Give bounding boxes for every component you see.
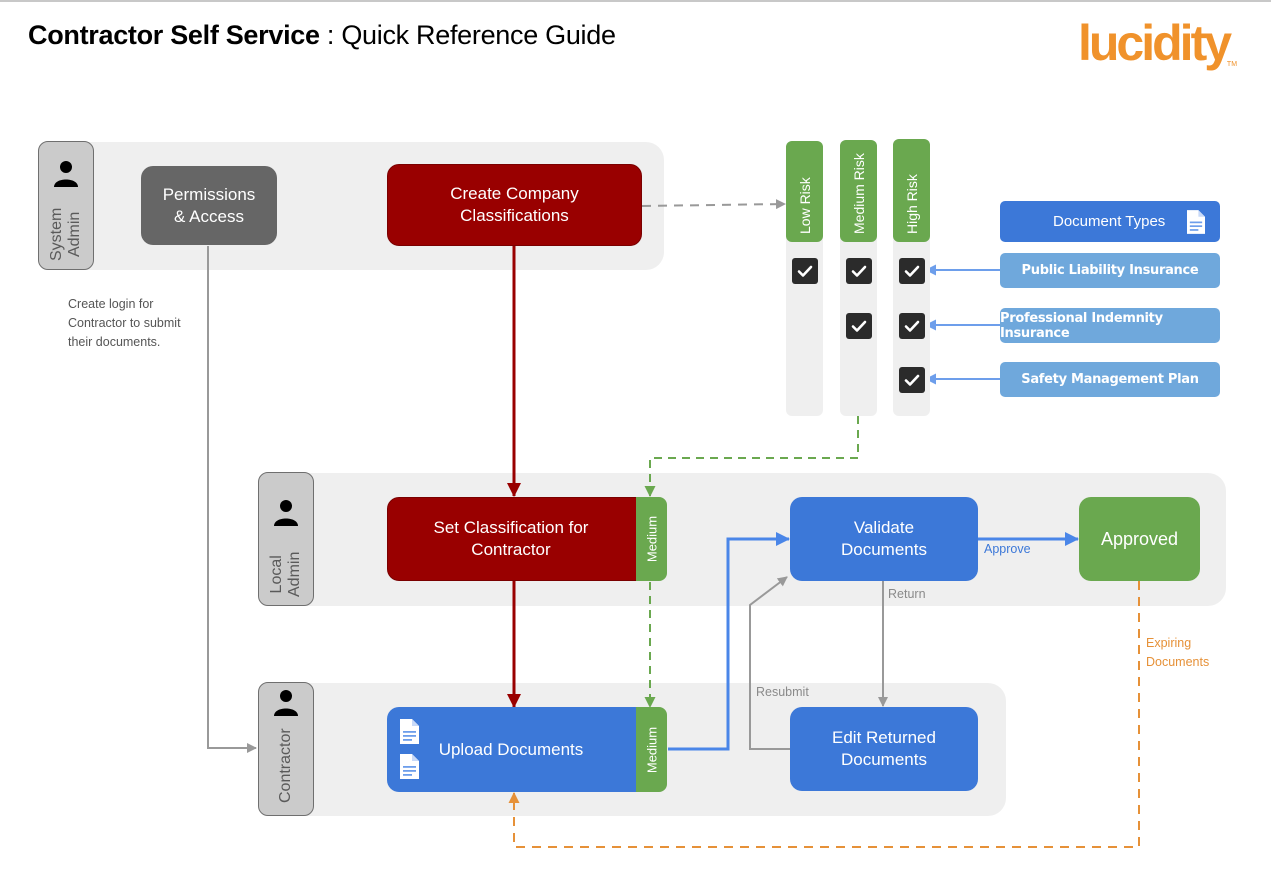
- node-label: Permissions: [162, 184, 256, 204]
- document-icon: [400, 754, 419, 779]
- title-separator: :: [319, 20, 342, 50]
- document-types-header: Document Types: [1000, 201, 1220, 242]
- edge-medium-risk-to-set: [644, 416, 859, 497]
- node-label: Documents: [841, 750, 927, 769]
- logo-text: lucidity: [1078, 15, 1232, 71]
- edge-permissions-to-contractor: [207, 246, 257, 753]
- approved-node[interactable]: Approved: [1079, 497, 1200, 581]
- document-type-professional-indemnity[interactable]: Professional Indemnity Insurance: [1000, 308, 1220, 343]
- upload-documents-node[interactable]: Upload Documents: [387, 707, 649, 792]
- document-icon: [400, 719, 419, 744]
- role-contractor: Contractor: [258, 682, 314, 816]
- node-label: Validate: [853, 518, 915, 537]
- person-icon: [274, 500, 298, 526]
- set-classification-tag: Medium: [636, 497, 667, 581]
- document-types-label: Document Types: [1053, 213, 1166, 230]
- checkmark-icon: [792, 258, 818, 284]
- node-label: Documents: [841, 540, 927, 559]
- node-label: Create Company: [450, 184, 579, 203]
- checkmark-icon: [846, 313, 872, 339]
- permissions-access-node[interactable]: Permissions& Access: [141, 166, 277, 245]
- document-type-public-liability[interactable]: Public Liability Insurance: [1000, 253, 1220, 288]
- node-label: Classifications: [460, 206, 569, 225]
- edge-expiring: [508, 581, 1140, 848]
- risk-header-high[interactable]: High Risk: [893, 139, 930, 242]
- document-type-safety-management[interactable]: Safety Management Plan: [1000, 362, 1220, 397]
- edge-resubmit: [749, 576, 790, 750]
- node-label: & Access: [174, 206, 244, 226]
- document-icon: [1187, 210, 1205, 234]
- upload-documents-tag: Medium: [636, 707, 667, 792]
- resubmit-label: Resubmit: [756, 685, 809, 699]
- return-label: Return: [888, 587, 926, 601]
- risk-header-medium[interactable]: Medium Risk: [840, 140, 877, 242]
- logo-trademark: TM: [1226, 61, 1238, 68]
- checkmark-icon: [899, 258, 925, 284]
- checkmark-icon: [899, 313, 925, 339]
- person-icon: [274, 690, 298, 716]
- risk-header-low[interactable]: Low Risk: [786, 141, 823, 242]
- node-label: Upload Documents: [438, 739, 584, 759]
- node-label: Approved: [1100, 529, 1179, 549]
- person-icon: [54, 161, 78, 187]
- checkmark-icon: [846, 258, 872, 284]
- page-title: Contractor Self Service : Quick Referenc…: [28, 20, 616, 51]
- title-bold: Contractor Self Service: [28, 20, 320, 50]
- title-rest: Quick Reference Guide: [341, 20, 616, 50]
- top-divider: [0, 0, 1271, 2]
- approve-label: Approve: [984, 542, 1031, 556]
- edge-classifications-to-risk: [641, 199, 786, 210]
- checkmark-icon: [899, 367, 925, 393]
- edge-upload-to-validate: [668, 532, 790, 751]
- node-label: Set Classification for: [433, 518, 589, 537]
- node-label: Edit Returned: [832, 728, 936, 747]
- node-label: Contractor: [471, 540, 551, 559]
